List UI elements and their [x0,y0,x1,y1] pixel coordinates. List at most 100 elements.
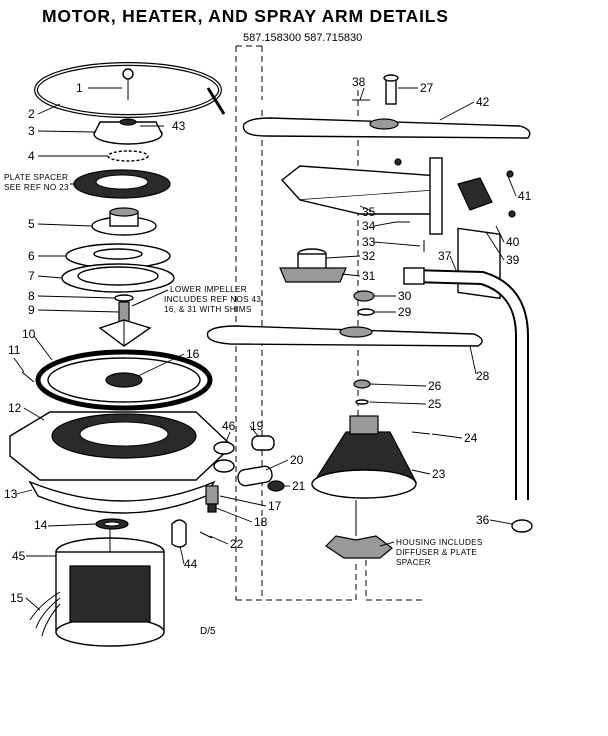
part-clamp-21 [267,480,285,492]
callout-6: 6 [28,249,35,263]
part-nozzle-27 [383,74,399,105]
part-pump-base-16 [105,372,143,388]
callout-22: 22 [230,537,244,551]
part-washer-29 [357,308,375,316]
callout-44: 44 [184,557,198,571]
svg-text:LOWER IMPELLER: LOWER IMPELLER [170,285,247,294]
note-housing: HOUSING INCLUDES DIFFUSER & PLATE SPACER [379,538,483,567]
callout-37: 37 [438,249,452,263]
callout-14: 14 [34,518,48,532]
part-motor-leads-15 [29,591,61,637]
leader-lines [13,87,517,611]
callout-28: 28 [476,369,490,383]
part-screw-1 [122,68,134,100]
part-screw-11 [21,371,35,383]
callout-34: 34 [362,219,376,233]
part-housing-12 [9,411,234,481]
note-plate-spacer: PLATE SPACER SEE REF NO 23 [4,173,76,192]
callout-19: 19 [250,419,264,433]
svg-text:SPACER: SPACER [396,558,431,567]
part-screw-22 [199,531,213,539]
callout-27: 27 [420,81,434,95]
svg-text:16, & 31 WITH SHIMS: 16, & 31 WITH SHIMS [164,305,252,314]
callout-20: 20 [290,453,304,467]
part-screw-24 [411,431,431,435]
callout-39: 39 [506,253,520,267]
svg-text:SEE REF NO 23: SEE REF NO 23 [4,183,69,192]
callout-29: 29 [398,305,412,319]
callout-1: 1 [76,81,83,95]
callout-12: 12 [8,401,22,415]
callout-36: 36 [476,513,490,527]
part-supply-tube-37 [403,267,529,500]
callout-labels: 1 2 3 4 5 6 7 8 9 10 11 12 13 14 15 16 1… [4,75,532,605]
page-code: D/5 [200,626,216,637]
callout-33: 33 [362,235,376,249]
part-clamp-46 [213,441,235,473]
callout-31: 31 [362,269,376,283]
part-shim-31 [279,267,347,283]
assembly-lines [235,45,422,601]
callout-21: 21 [292,479,306,493]
model-numbers: 587.158300 587.715830 [243,32,363,44]
callout-26: 26 [428,379,442,393]
part-bracket-44 [171,519,187,548]
callout-16: 16 [186,347,200,361]
callout-9: 9 [28,303,35,317]
callout-5: 5 [28,217,35,231]
callout-8: 8 [28,289,35,303]
callout-15: 15 [10,591,24,605]
part-upper-spray-arm-42 [242,117,531,139]
callout-30: 30 [398,289,412,303]
callout-11: 11 [8,343,21,357]
callout-42: 42 [476,95,490,109]
callout-4: 4 [28,149,35,163]
part-hose-20 [237,465,273,487]
callout-43: 43 [172,119,186,133]
part-ring-13 [28,480,216,514]
callout-25: 25 [428,397,442,411]
part-valve-17-18 [205,485,219,513]
part-lower-impeller-9 [98,301,152,347]
part-seal-14 [95,518,129,530]
callout-10: 10 [22,327,36,341]
callout-41: 41 [518,189,532,203]
svg-text:PLATE SPACER: PLATE SPACER [4,173,68,182]
part-plate-6 [65,243,171,269]
part-diffuser [325,500,393,559]
part-motor-45 [55,528,165,647]
part-impeller-3 [93,118,163,145]
part-gasket-7 [61,263,175,293]
part-washer-25 [355,399,369,405]
callout-24: 24 [464,431,478,445]
part-housing-23 [311,415,417,499]
svg-text:DIFFUSER & PLATE: DIFFUSER & PLATE [396,548,477,557]
part-nut-30 [353,290,375,302]
callout-7: 7 [28,269,35,283]
part-heater-element-2 [34,62,226,118]
callout-32: 32 [362,249,376,263]
part-hose-19 [251,435,275,451]
part-lower-spray-arm-28 [206,325,483,347]
svg-text:HOUSING INCLUDES: HOUSING INCLUDES [396,538,483,547]
callout-23: 23 [432,467,446,481]
part-screws-40-41 [394,158,516,218]
note-lower-impeller: LOWER IMPELLER INCLUDES REF NOS 43, 16, … [131,285,264,314]
callout-17: 17 [268,499,282,513]
callout-45: 45 [12,549,26,563]
part-plate-spacer [73,169,171,199]
callout-40: 40 [506,235,520,249]
part-gear-4 [107,150,149,162]
part-pump-cover-5 [91,207,157,236]
callout-3: 3 [28,124,35,138]
part-nut-26 [353,379,371,389]
callout-46: 46 [222,419,236,433]
part-grommet-36 [511,519,533,533]
diagram-title: MOTOR, HEATER, AND SPRAY ARM DETAILS [42,6,449,26]
callout-13: 13 [4,487,18,501]
callout-2: 2 [28,107,35,121]
callout-38: 38 [352,75,366,89]
svg-text:INCLUDES REF NOS 43,: INCLUDES REF NOS 43, [164,295,264,304]
part-manifold-35 [280,157,443,235]
